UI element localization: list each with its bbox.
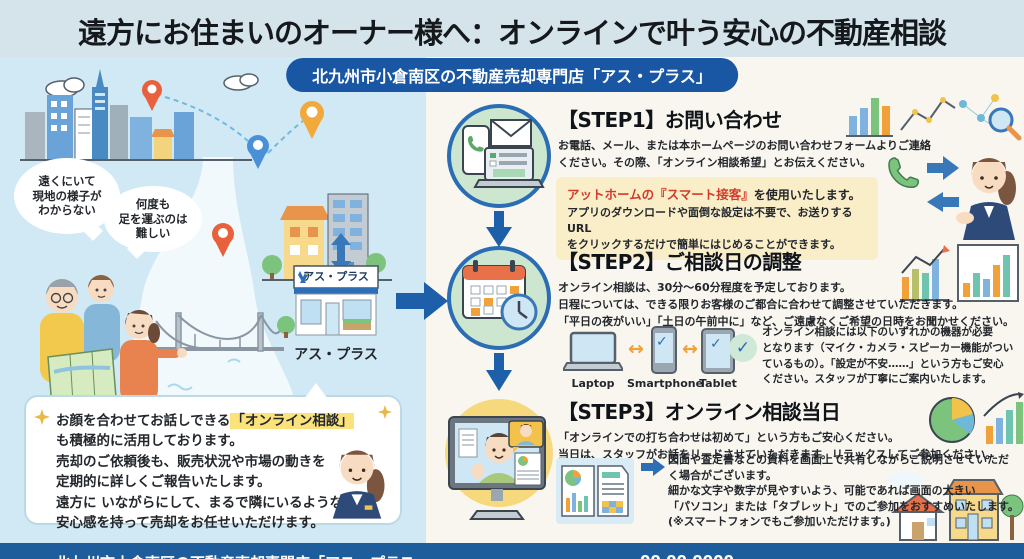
- header-badge: 北九州市小倉南区の不動産売却専門店「アス・プラス」: [286, 58, 738, 92]
- store-sign: アス・プラス: [303, 270, 369, 283]
- video-call-thumbnail: [508, 420, 544, 453]
- house-icon: [944, 479, 1004, 541]
- map-icon: [47, 348, 117, 408]
- check-icon: ✓: [710, 336, 722, 352]
- clock-icon: [500, 293, 538, 331]
- staff-avatar: [332, 450, 385, 519]
- step1-body: お電話、メール、または本ホームページのお問い合わせフォームよりご連絡 ください。…: [558, 139, 931, 170]
- magnifier-icon: [988, 107, 1022, 141]
- step2-device-note: オンライン相談には以下のいずれかの機器が必要 となります（マイク・カメラ・スピー…: [762, 326, 1014, 386]
- bridge-icon: [155, 312, 285, 352]
- page-title: 遠方にお住まいのオーナー様へ：オンラインで叶う安心の不動産相談: [77, 16, 947, 50]
- line-chart-icon: [900, 97, 956, 131]
- info-box-body: も積極的に活用しております。 売却のご依頼後も、販売状況や市場の動きを 定期的に…: [56, 433, 344, 532]
- laptop-icon: [473, 147, 545, 188]
- header-band: 遠方にお住まいのオーナー様へ：オンラインで叶う安心の不動産相談: [0, 0, 1024, 57]
- store-caption: アス・プラス: [294, 347, 378, 363]
- envelope-icon: [490, 119, 532, 147]
- sparkle-icon: [378, 405, 392, 419]
- right-arrow-icon: [927, 156, 959, 180]
- laptop-device-icon: [563, 331, 623, 371]
- check-icon: ✓: [656, 334, 668, 350]
- route-dashed-line: [267, 120, 304, 154]
- bar-chart-icon: [957, 244, 1019, 302]
- people-group: [40, 275, 187, 408]
- map-pin-icon: [247, 135, 269, 169]
- info-intro-text: お顔を合わせてお話しできる: [56, 413, 231, 429]
- pie-chart-icon: [929, 397, 975, 443]
- charts-decoration: [846, 94, 1022, 141]
- charts-decoration: [900, 244, 1019, 302]
- step3-heading: 【STEP3】オンライン相談当日: [558, 400, 841, 424]
- bar-chart-icon: [846, 98, 893, 137]
- city-illustration: [20, 69, 392, 457]
- cloud-icon: [45, 73, 259, 98]
- info-intro-highlight: 「オンライン相談」: [230, 413, 354, 429]
- down-arrow-icon: [486, 211, 512, 247]
- combo-chart-icon: [900, 245, 950, 301]
- step3-note: 図面や査定書などの資料を画面上で共有しながらご説明させていただ く場合がございま…: [668, 453, 1019, 529]
- smartphone-device-icon: [651, 326, 677, 374]
- online-consult-info-box: お顔を合わせてお話しできる「オンライン相談」 も積極的に活用しております。 売却…: [24, 383, 402, 531]
- down-arrow-icon: [486, 353, 512, 391]
- left-arrow-icon: [927, 192, 959, 212]
- speech-bubble-visit: 何度も 足を運ぶのは 難しい: [104, 186, 202, 252]
- check-icon: ✓: [735, 338, 751, 358]
- staff-avatar: [956, 158, 1016, 240]
- tablet-label: Tablet: [699, 377, 737, 390]
- houses-decoration: [888, 472, 1024, 541]
- footer-right-text: 00 00 0000: [640, 552, 734, 559]
- footer-bar: 北九州市小倉南区の不動産売却専門店「アス・プラス」 00 00 0000: [0, 543, 1024, 559]
- documents-icon: [556, 458, 634, 524]
- route-dashed-line: [164, 96, 249, 142]
- river: [118, 157, 305, 457]
- left-right-arrow-icon: ↔: [682, 338, 698, 360]
- asplus-logo-icon: [298, 271, 309, 283]
- phone-icon: [462, 125, 490, 175]
- step1-note-body: アプリのダウンロードや面倒な設定は不要で、お送りするURL をクリックするだけで…: [567, 206, 853, 251]
- tree-icon: [1000, 494, 1024, 540]
- step1-note-red: アットホームの『スマート接客』: [567, 187, 754, 202]
- step1-note-rest: を使用いたします。: [753, 188, 861, 202]
- step1-heading: 【STEP1】お問い合わせ: [558, 108, 782, 132]
- shared-document-icon: [514, 452, 542, 486]
- house-icon: [891, 492, 945, 541]
- monitor-video-call-icon: [448, 416, 546, 520]
- right-arrow-icon: [641, 458, 665, 476]
- step1-circle: [447, 104, 551, 208]
- store-building: [277, 265, 379, 338]
- footer-left-text: 北九州市小倉南区の不動産売却専門店「アス・プラス」: [55, 552, 430, 559]
- charts-decoration: [929, 392, 1024, 444]
- step2-body: オンライン相談は、30分～60分程度を予定しております。 日程については、できる…: [558, 281, 1014, 329]
- network-chart-icon: [959, 94, 999, 127]
- header-badge-label: 北九州市小倉南区の不動産売却専門店「アス・プラス」: [312, 67, 712, 86]
- step2-circle: [447, 246, 551, 350]
- speech-bubble-far-text: 遠くにいて 現地の様子が わからない: [32, 173, 102, 218]
- step1-note-box: アットホームの『スマート接客』を使用いたします。 アプリのダウンロードや面倒な設…: [556, 177, 878, 260]
- bar-chart-icon: [983, 392, 1024, 444]
- smartphone-label: Smartphone: [627, 377, 704, 390]
- laptop-label: Laptop: [571, 377, 615, 390]
- check-circle-icon: ✓: [729, 334, 757, 362]
- map-pin-icon: [300, 101, 324, 139]
- step3-body: 「オンラインでの打ち合わせは初めて」という方もご安心ください。 当日は、スタッフ…: [558, 431, 997, 462]
- speech-bubble-far: 遠くにいて 現地の様子が わからない: [14, 158, 120, 234]
- right-arrow-icon: [396, 282, 448, 320]
- left-right-arrow-icon: ↔: [628, 338, 644, 360]
- map-pin-icon: [142, 80, 162, 111]
- step2-heading: 【STEP2】ご相談日の調整: [558, 250, 802, 274]
- info-box-intro: お顔を合わせてお話しできる「オンライン相談」: [56, 409, 386, 429]
- staff-contact-decoration: [888, 156, 1016, 240]
- sparkle-icon: [34, 409, 50, 425]
- map-pin-icon: [212, 223, 234, 257]
- handset-icon: [888, 157, 920, 189]
- speech-bubble-visit-text: 何度も 足を運ぶのは 難しい: [118, 196, 188, 241]
